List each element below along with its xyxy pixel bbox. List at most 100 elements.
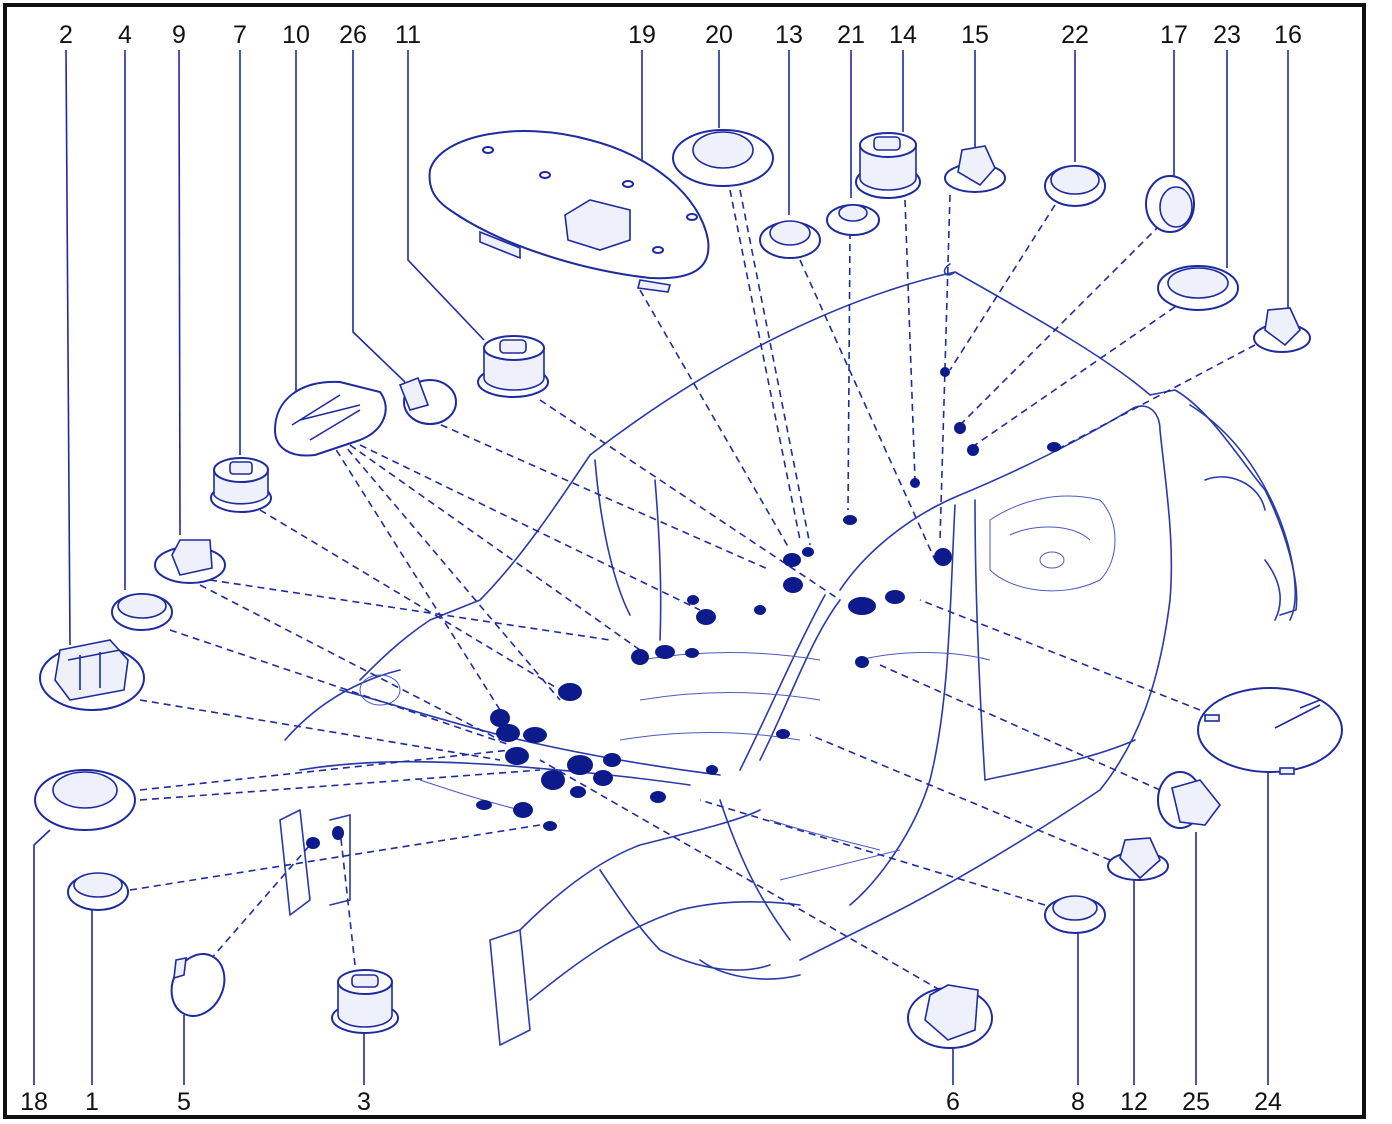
pointer-line xyxy=(539,759,941,991)
plug-part-4 xyxy=(111,593,173,631)
callout-label-9: 9 xyxy=(172,21,186,49)
hole-mark xyxy=(776,729,790,739)
bracket-part-10 xyxy=(273,380,387,457)
hole-mark xyxy=(967,444,979,456)
hole-mark xyxy=(706,765,718,775)
plug-part-18 xyxy=(34,769,136,831)
hole-mark xyxy=(567,755,593,775)
pin-part-26 xyxy=(398,376,457,425)
leader-line-9 xyxy=(178,49,181,536)
hole-mark xyxy=(558,683,582,701)
pointer-line xyxy=(339,829,356,966)
callout-label-26: 26 xyxy=(339,21,367,49)
plug-part-13 xyxy=(759,220,821,259)
hole-mark xyxy=(650,791,666,803)
clip-part-9 xyxy=(154,539,226,584)
callout-label-15: 15 xyxy=(961,21,989,49)
grommet-part-6 xyxy=(907,984,993,1049)
pointer-line xyxy=(809,734,1111,861)
plug-part-5 xyxy=(170,953,226,1017)
pointer-line xyxy=(429,419,771,571)
plug-part-20 xyxy=(672,129,774,187)
hole-mark xyxy=(848,597,876,615)
cap-part-3 xyxy=(331,969,399,1034)
callout-label-17: 17 xyxy=(1160,21,1188,49)
pointer-line xyxy=(359,444,701,611)
hole-mark xyxy=(783,553,801,567)
callout-label-3: 3 xyxy=(357,1088,371,1116)
callout-label-4: 4 xyxy=(118,21,132,49)
callout-label-12: 12 xyxy=(1120,1088,1148,1116)
plug-part-17 xyxy=(1145,175,1195,233)
hole-mark xyxy=(696,609,716,625)
leader-line-2 xyxy=(65,49,71,646)
pointer-line xyxy=(199,584,501,741)
pointer-line xyxy=(959,224,1161,426)
callout-label-25: 25 xyxy=(1182,1088,1210,1116)
label-leaders xyxy=(33,49,1289,1085)
cap-part-14 xyxy=(855,132,921,199)
pointer-line xyxy=(1059,344,1256,449)
hole-mark xyxy=(523,727,547,743)
plug-part-1 xyxy=(67,872,129,911)
leader-line-11 xyxy=(407,50,485,341)
hole-mark xyxy=(954,422,966,434)
pointer-line xyxy=(139,699,501,761)
pointer-line xyxy=(949,204,1056,371)
pointer-line xyxy=(879,664,1161,791)
pointer-line xyxy=(739,189,811,546)
pointer-line xyxy=(799,259,936,561)
hole-mark xyxy=(855,656,869,668)
callout-label-5: 5 xyxy=(177,1088,191,1116)
hole-mark xyxy=(476,800,492,810)
callout-label-11: 11 xyxy=(395,21,421,49)
hole-mark xyxy=(934,548,952,566)
callout-label-6: 6 xyxy=(946,1088,960,1116)
plug-part-22 xyxy=(1044,165,1106,207)
hole-mark xyxy=(655,645,675,659)
callout-label-8: 8 xyxy=(1071,1088,1085,1116)
hole-mark xyxy=(843,515,857,525)
pointer-line xyxy=(699,799,1046,906)
hole-mark xyxy=(1047,442,1061,452)
callout-label-1: 1 xyxy=(85,1088,99,1116)
callout-label-24: 24 xyxy=(1254,1088,1282,1116)
part-pointer-lines xyxy=(129,189,1256,991)
pointer-line xyxy=(209,579,611,641)
hole-mark xyxy=(505,747,529,765)
cover-plate-part-19 xyxy=(428,130,710,293)
hole-mark xyxy=(306,837,320,849)
leader-line-26 xyxy=(352,50,406,383)
callout-label-2: 2 xyxy=(59,21,73,49)
callout-label-18: 18 xyxy=(20,1088,48,1116)
pointer-line xyxy=(129,824,541,891)
hole-mark xyxy=(885,590,905,604)
hole-mark xyxy=(631,649,649,665)
hole-mark xyxy=(543,821,557,831)
pin-part-25 xyxy=(1157,771,1222,829)
hole-mark xyxy=(685,648,699,658)
pointer-line xyxy=(539,399,841,601)
clip-part-15 xyxy=(944,145,1006,193)
pointer-line xyxy=(339,439,561,701)
hole-mark xyxy=(332,826,344,840)
pointer-line xyxy=(139,769,541,801)
hole-mark xyxy=(910,478,920,488)
callout-label-19: 19 xyxy=(628,21,656,49)
clip-part-16 xyxy=(1253,307,1311,353)
callout-label-22: 22 xyxy=(1061,21,1089,49)
grommet-part-2 xyxy=(39,639,145,711)
ring-part-21 xyxy=(826,204,880,236)
callout-label-14: 14 xyxy=(889,21,917,49)
hole-mark xyxy=(687,595,699,605)
hole-mark xyxy=(603,753,621,767)
pointer-line xyxy=(974,299,1186,446)
plug-part-8 xyxy=(1044,895,1106,934)
hole-mark xyxy=(513,802,533,818)
pointer-line xyxy=(139,749,511,791)
top-callouts: 2 4 9 7 10 26 11 19 20 13 21 14 15 22 17… xyxy=(59,21,1302,49)
plug-part-23 xyxy=(1157,265,1239,311)
pointer-line xyxy=(259,509,561,691)
pointer-line xyxy=(209,844,311,961)
